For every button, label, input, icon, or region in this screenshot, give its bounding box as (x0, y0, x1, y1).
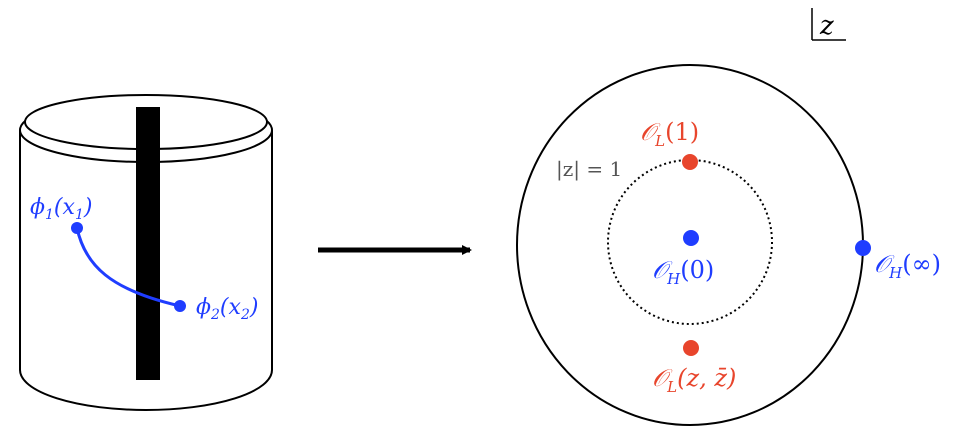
heavy-operator-origin-point (683, 230, 699, 246)
corner-variable-label: z (811, 8, 846, 41)
cylinder: ϕ1(x1) ϕ2(x2) (19, 94, 273, 411)
cylinder-cut-strip (136, 107, 160, 380)
field-1-point (71, 222, 83, 234)
field-2-label: ϕ2(x2) (196, 295, 258, 323)
field-1-label: ϕ1(x1) (30, 195, 92, 223)
field-2-point (174, 300, 186, 312)
unit-circle-label: |z| = 1 (556, 157, 622, 182)
corner-variable-text: z (819, 11, 834, 41)
heavy-operator-origin-label: 𝒪H(0) (652, 256, 714, 288)
heavy-operator-infinity-label: 𝒪H(∞) (874, 250, 941, 282)
light-operator-one-label: 𝒪L(1) (640, 118, 699, 150)
light-operator-one-point (682, 154, 698, 170)
complex-plane: |z| = 1 𝒪L(1) 𝒪H(0) 𝒪H(∞) 𝒪L(z, z̄) (516, 64, 941, 426)
light-operator-z-label: 𝒪L(z, z̄) (652, 364, 736, 396)
heavy-operator-infinity-point (855, 240, 871, 256)
field-worldline (75, 227, 181, 308)
cylinder-body (19, 130, 273, 411)
light-operator-z-point (683, 340, 699, 356)
